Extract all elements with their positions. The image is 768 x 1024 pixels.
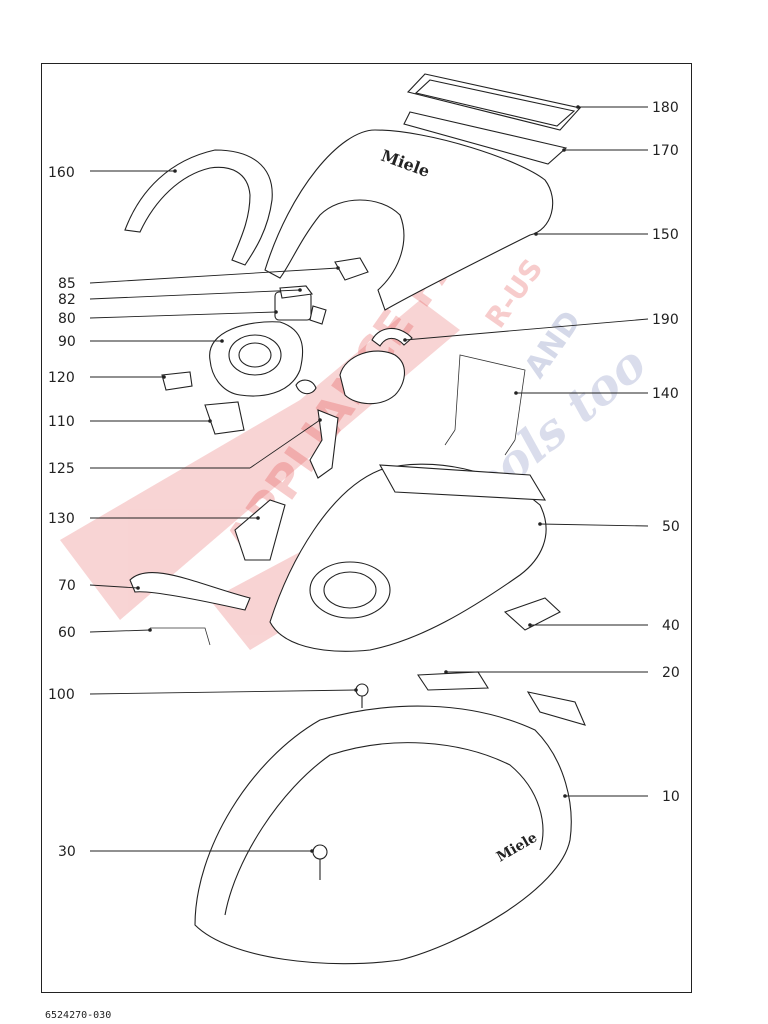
part-85-clip: [334, 257, 369, 281]
callouts-right: 180 170 150 190 140 50 40 20: [403, 100, 680, 805]
callout-150: 150: [534, 227, 679, 243]
callout-10: 10: [563, 789, 680, 805]
part-90-collar: [209, 321, 304, 397]
watermark-line1: R-US: [479, 253, 550, 334]
part-50-chassis: [269, 463, 547, 652]
part-170-filter-pad: [403, 111, 568, 165]
callout-120: 120: [48, 370, 166, 386]
callout-90: 90: [58, 334, 224, 350]
callout-140: 140: [514, 386, 679, 402]
callout-30: 30: [58, 844, 314, 860]
callout-label: 70: [58, 578, 76, 594]
part-125-lever: [295, 379, 339, 479]
callout-125: 125: [48, 418, 322, 477]
callout-180: 180: [576, 100, 679, 116]
callout-40: 40: [528, 618, 680, 634]
part-100-screw: [355, 683, 369, 708]
part-180-grille: [406, 73, 582, 131]
callout-60: 60: [58, 625, 152, 641]
callout-label: 40: [662, 618, 680, 634]
callouts-left: 160 85 82 80 90 120 110 125: [48, 165, 358, 860]
callout-20: 20: [444, 665, 680, 681]
callout-label: 130: [48, 511, 75, 527]
callout-label: 80: [58, 311, 76, 327]
callout-label: 110: [48, 414, 75, 430]
callout-190: 190: [403, 312, 679, 342]
callout-label: 30: [58, 844, 76, 860]
part-20-guide: [417, 671, 586, 726]
callout-170: 170: [562, 143, 679, 159]
callout-100: 100: [48, 687, 358, 703]
callout-50: 50: [538, 519, 680, 535]
callout-label: 90: [58, 334, 76, 350]
callout-label: 100: [48, 687, 75, 703]
part-150-top-cover: Miele: [264, 129, 554, 311]
callout-130: 130: [48, 511, 260, 527]
document-id: 6524270-030: [45, 1010, 112, 1021]
part-140-wire-bracket: [444, 354, 526, 456]
callout-label: 60: [58, 625, 76, 641]
part-70-bumper: [129, 571, 251, 611]
part-110-connector: [204, 401, 245, 435]
callout-82: 82: [58, 288, 302, 308]
part-130-bracket: [234, 499, 286, 561]
callout-label: 160: [48, 165, 75, 181]
callout-110: 110: [48, 414, 212, 430]
part-80-switch: [274, 285, 327, 325]
callout-label: 150: [652, 227, 679, 243]
part-40-latch: [503, 597, 561, 631]
callout-label: 85: [58, 276, 76, 292]
callout-label: 180: [652, 100, 679, 116]
callout-85: 85: [58, 266, 340, 292]
callout-160: 160: [48, 165, 177, 181]
callout-label: 120: [48, 370, 75, 386]
part-10-base: Miele: [194, 705, 572, 965]
part-60-spring: [150, 627, 211, 646]
callout-label: 125: [48, 461, 75, 477]
callout-label: 140: [652, 386, 679, 402]
callout-label: 20: [662, 665, 680, 681]
callout-label: 10: [662, 789, 680, 805]
bag-holder-dome: [339, 350, 405, 405]
part-160-handle: [124, 149, 273, 266]
part-120-clip: [161, 371, 193, 391]
part-190-seal: [371, 327, 413, 347]
callout-label: 170: [652, 143, 679, 159]
callout-label: 50: [662, 519, 680, 535]
callout-label: 190: [652, 312, 679, 328]
callout-70: 70: [58, 578, 140, 594]
callout-80: 80: [58, 310, 278, 327]
callout-label: 82: [58, 292, 76, 308]
diagram-frame: [41, 63, 692, 993]
